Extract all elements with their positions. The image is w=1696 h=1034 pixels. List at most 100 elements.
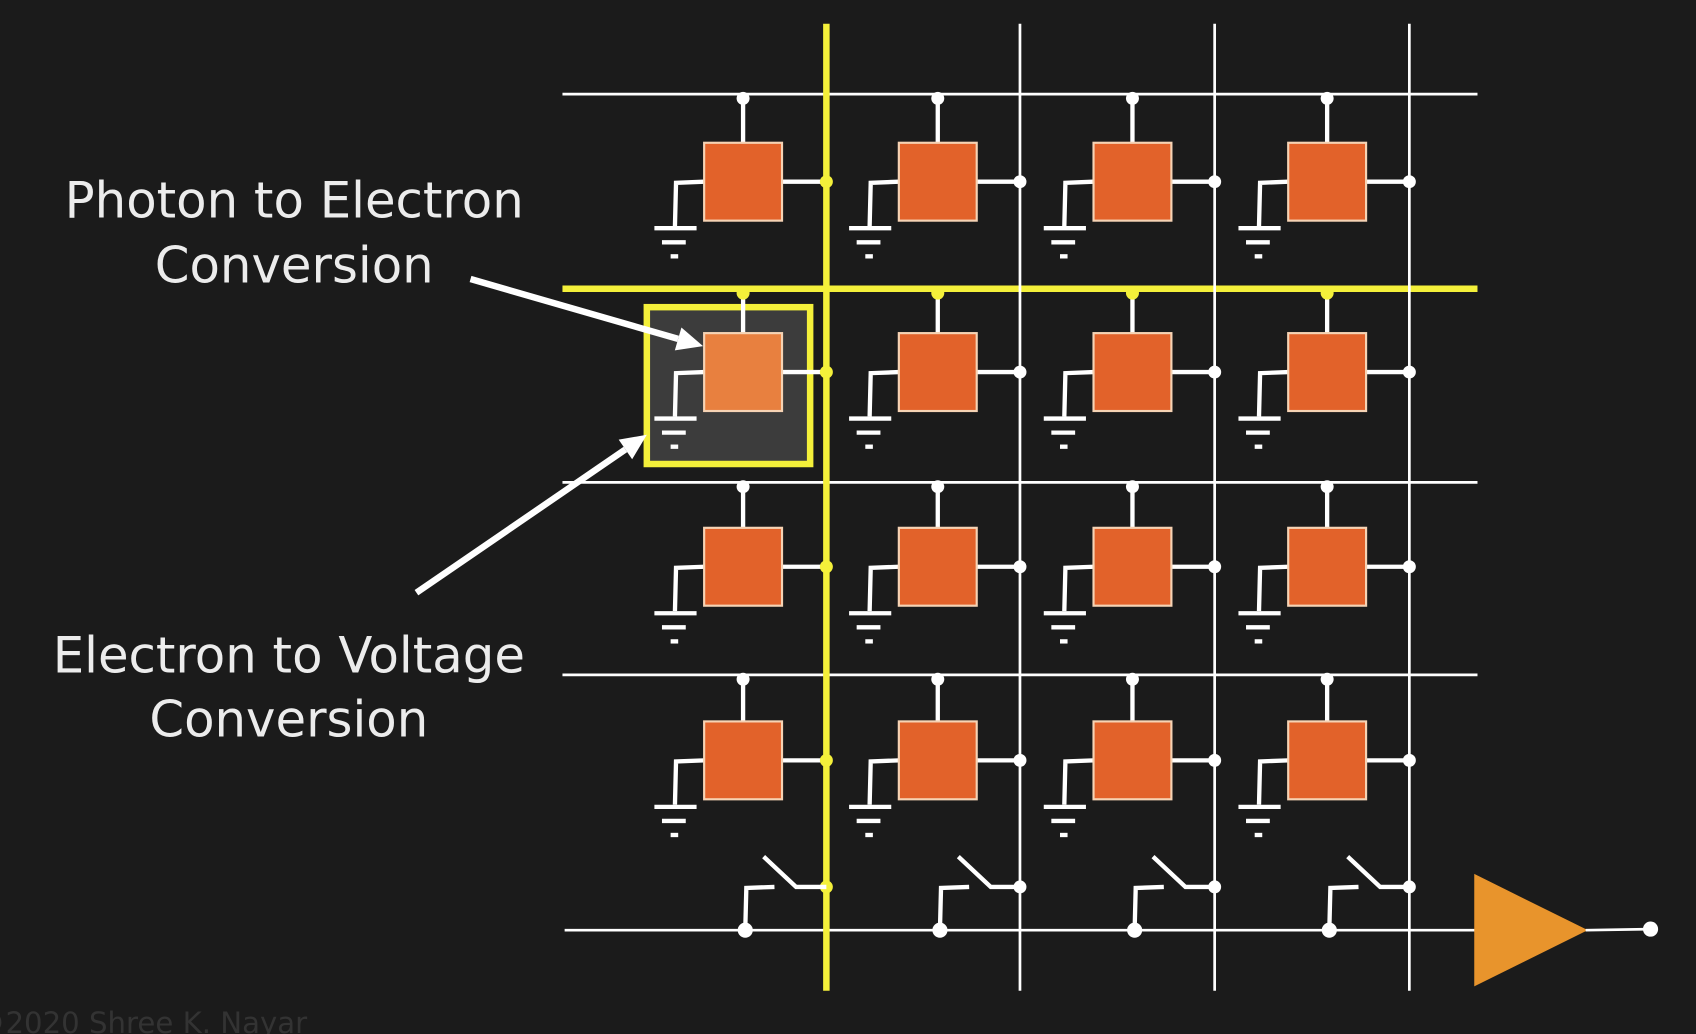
pixel-cell [1043, 672, 1222, 838]
pixel-cell [849, 672, 1027, 838]
photon-label-line1: Photon to Electron [65, 171, 524, 229]
pixel-cell [654, 286, 833, 449]
ground-wire [1062, 564, 1094, 612]
arrow-head [674, 327, 704, 351]
photodiode-pixel [703, 526, 784, 607]
ground-wire [672, 369, 705, 417]
arrow-icon [469, 275, 704, 351]
ground-wire [867, 179, 899, 227]
column-switch [1127, 855, 1222, 938]
copyright-text: ©2020 Shree K. Nayar [0, 1006, 307, 1034]
junction-dot [1013, 365, 1027, 379]
junction-dot [1320, 480, 1334, 494]
ground-wire [1256, 758, 1289, 805]
junction-dot [1320, 672, 1334, 686]
photodiode-pixel [1287, 526, 1368, 607]
switch-blade [762, 855, 827, 890]
pixel-cell [654, 672, 833, 838]
photodiode-pixel [1287, 720, 1368, 801]
junction-dot [1125, 286, 1139, 300]
ground-wire [1062, 179, 1094, 227]
switch-contact [937, 884, 970, 931]
junction-dot [1208, 175, 1222, 189]
arrow-shaft [469, 275, 680, 343]
junction-dot [1208, 753, 1222, 767]
junction-dot [819, 753, 833, 767]
junction-dot [1013, 880, 1027, 894]
junction-dot [1013, 175, 1027, 189]
pixel-cell [1238, 672, 1416, 838]
pixel-cell [1043, 91, 1222, 259]
junction-dot [1127, 922, 1143, 938]
photon-label-line2: Conversion [155, 236, 434, 294]
junction-dot [736, 91, 750, 105]
photodiode-pixel [703, 720, 784, 801]
pixel-cell [849, 91, 1027, 259]
ground-wire [1256, 564, 1289, 612]
switch-contact [1132, 884, 1164, 931]
pixel-cell [849, 286, 1027, 449]
junction-dot [931, 480, 945, 494]
junction-dot [1402, 560, 1416, 574]
output-terminal-dot [1642, 921, 1659, 937]
photodiode-pixel [897, 526, 978, 607]
photodiode-pixel [1092, 332, 1173, 413]
photodiode-pixel [703, 141, 784, 222]
ground-wire [867, 369, 899, 417]
photodiode-pixel [703, 332, 784, 413]
junction-dot [819, 175, 833, 189]
switch-contact [1327, 884, 1359, 931]
junction-dot [1125, 91, 1139, 105]
ground-wire [672, 179, 705, 227]
pixel-cell [654, 480, 833, 644]
ground-wire [867, 564, 899, 612]
ground-wire [1062, 369, 1094, 417]
pixel-cell [849, 480, 1027, 644]
junction-dot [1208, 560, 1222, 574]
junction-dot [1402, 753, 1416, 767]
ground-wire [867, 758, 899, 805]
photodiode-pixel [897, 141, 978, 222]
junction-dot [1402, 175, 1416, 189]
junction-dot [819, 365, 833, 379]
photodiode-pixel [897, 332, 978, 413]
junction-dot [931, 286, 945, 300]
electron-label-line1: Electron to Voltage [53, 627, 525, 685]
junction-dot [819, 560, 833, 574]
photodiode-pixel [1287, 141, 1368, 222]
column-switch [932, 855, 1027, 938]
junction-dot [1125, 672, 1139, 686]
arrows [414, 275, 704, 596]
junction-dot [931, 91, 945, 105]
switch-blade [1346, 855, 1410, 890]
photodiode-pixel [897, 720, 978, 801]
ground-wire [672, 564, 705, 612]
junction-dot [736, 286, 750, 300]
column-switch [1321, 855, 1416, 938]
pixel-cell [654, 91, 833, 259]
ground-wire [1256, 179, 1289, 227]
pixel-cell [1238, 480, 1416, 644]
column-switch [737, 855, 833, 938]
amplifier-output-wire [1585, 927, 1651, 932]
arrow-shaft [414, 446, 628, 596]
photodiode-pixel [1092, 141, 1173, 222]
junction-dot [736, 480, 750, 494]
junction-dot [932, 922, 948, 938]
ground-wire [1062, 758, 1094, 805]
switch-blade [956, 855, 1020, 890]
junction-dot [1320, 91, 1334, 105]
pixel-cell [1238, 91, 1416, 259]
junction-dot [1402, 365, 1416, 379]
junction-dot [737, 922, 753, 938]
junction-dot [1125, 480, 1139, 494]
pixel-cell [1238, 286, 1416, 449]
electron-label-line2: Conversion [149, 691, 428, 749]
junction-dot [931, 672, 945, 686]
pixel-cell [1043, 286, 1222, 449]
junction-dot [1320, 286, 1334, 300]
amplifier-icon [1474, 873, 1588, 987]
junction-dot [1321, 922, 1337, 938]
photodiode-pixel [1287, 332, 1368, 413]
junction-dot [1208, 365, 1222, 379]
